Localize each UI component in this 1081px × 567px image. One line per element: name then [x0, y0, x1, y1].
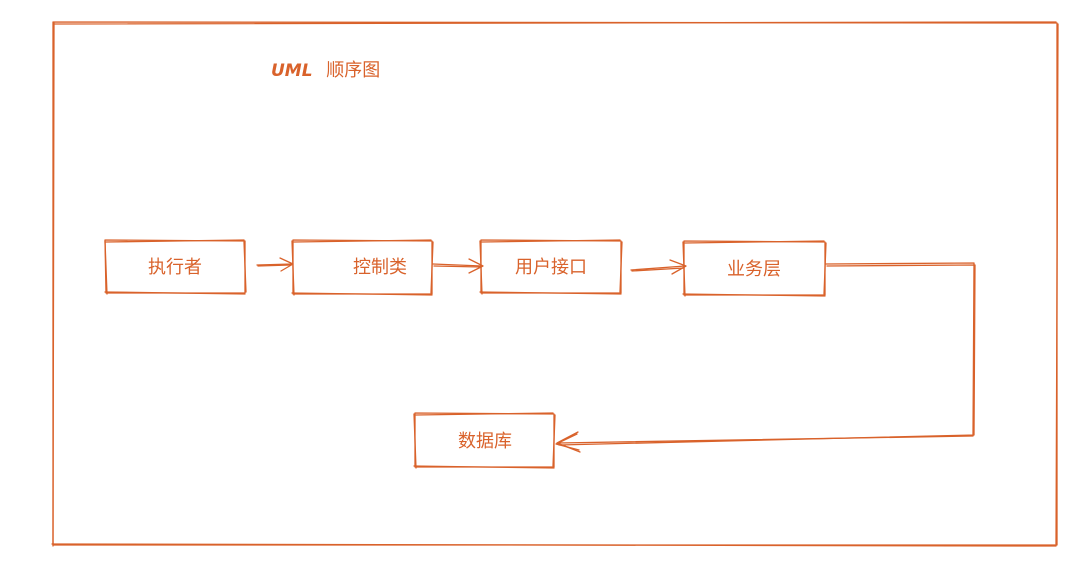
node-controller: 控制类 — [291, 239, 434, 296]
node-executor: 执行者 — [104, 239, 247, 295]
title-prefix: UML — [271, 61, 313, 81]
diagram-frame — [51, 21, 1059, 547]
arrow-business-layer-to-database — [555, 262, 976, 453]
node-business-layer-label: 业务层 — [727, 259, 781, 280]
arrow-controller-to-user-interface — [432, 258, 484, 274]
node-user-interface: 用户接口 — [479, 239, 623, 295]
node-controller-label: 控制类 — [353, 257, 407, 278]
arrow-user-interface-to-business-layer — [630, 259, 687, 275]
node-executor-label: 执行者 — [148, 257, 202, 278]
node-user-interface-label: 用户接口 — [515, 257, 587, 278]
node-business-layer: 业务层 — [682, 240, 827, 297]
title-main: 顺序图 — [326, 60, 380, 81]
node-database-label: 数据库 — [458, 431, 512, 452]
diagram-title: UML 顺序图 — [271, 60, 380, 81]
node-database: 数据库 — [413, 412, 556, 469]
arrow-executor-to-controller — [256, 257, 294, 272]
